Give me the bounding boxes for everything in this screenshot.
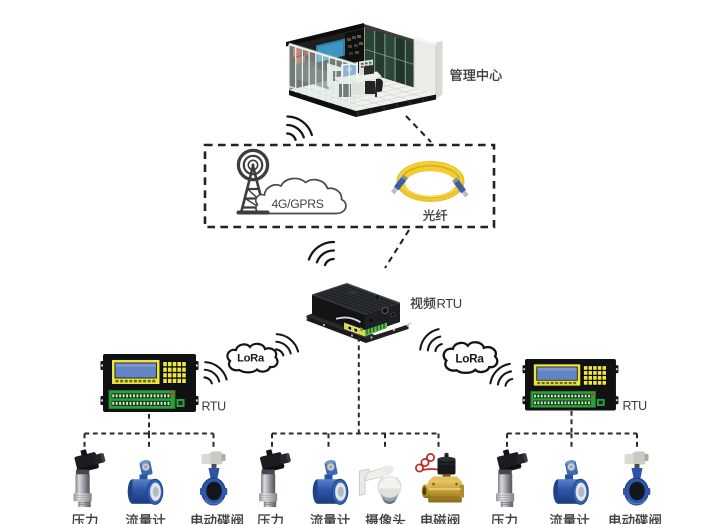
svg-text:RTU: RTU (202, 400, 227, 414)
svg-text:4G/GPRS: 4G/GPRS (271, 197, 323, 211)
svg-text:RTU: RTU (437, 296, 462, 311)
svg-text:LoRa: LoRa (455, 352, 484, 366)
svg-text:RTU: RTU (623, 399, 648, 413)
svg-text:LoRa: LoRa (237, 353, 265, 365)
